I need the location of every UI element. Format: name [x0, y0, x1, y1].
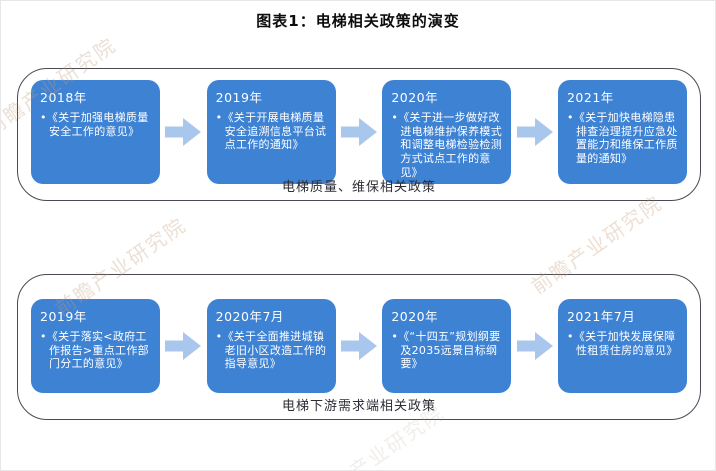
policy-text: •《关于落实<政府工作报告>重点工作部门分工的意见》	[40, 330, 149, 371]
panel-label-demand: 电梯下游需求端相关政策	[281, 399, 436, 414]
policy-text: •《关于加快电梯隐患排查治理提升应急处置能力和维保工作质量的通知》	[566, 111, 678, 165]
policy-text: •《关于全面推进城镇老旧小区改造工作的指导意见》	[215, 330, 327, 371]
policy-year: 2020年7月	[215, 309, 284, 324]
panel-label-quality: 电梯质量、维保相关政策	[281, 180, 436, 195]
policy-year: 2021年	[566, 90, 614, 105]
bullet: •	[566, 111, 574, 124]
policy-year: 2019年	[40, 309, 87, 324]
timeline-demand: 2019年 •《关于落实<政府工作报告>重点工作部门分工的意见》 2020年7月…	[18, 299, 700, 393]
panel-downstream-demand-policies: 2019年 •《关于落实<政府工作报告>重点工作部门分工的意见》 2020年7月…	[17, 274, 701, 420]
arrow-right-icon	[165, 118, 202, 146]
bullet: •	[391, 111, 399, 124]
bullet: •	[215, 330, 223, 343]
policy-box-2018: 2018年 •《关于加强电梯质量安全工作的意见》	[31, 80, 160, 184]
policy-box-2021-07-demand: 2021年7月 •《关于加快发展保障性租赁住房的意见》	[557, 299, 687, 393]
policy-text: •《关于加强电梯质量安全工作的意见》	[40, 111, 149, 138]
bullet: •	[566, 330, 574, 343]
policy-text: •《“十四五”规划纲要及2035远景目标纲要》	[391, 330, 501, 371]
policy-box-2020: 2020年 •《关于进一步做好改进电梯维护保养模式和调整电梯检验检测方式试点工作…	[382, 80, 512, 184]
timeline-quality: 2018年 •《关于加强电梯质量安全工作的意见》 2019年 •《关于开展电梯质…	[18, 80, 700, 184]
page-title: 图表1：电梯相关政策的演变	[256, 12, 460, 30]
arrow-right-icon	[516, 118, 553, 146]
bullet: •	[391, 330, 399, 343]
policy-text: •《关于开展电梯质量安全追溯信息平台试点工作的通知》	[215, 111, 327, 152]
policy-text: •《关于进一步做好改进电梯维护保养模式和调整电梯检验检测方式试点工作的意见》	[391, 111, 503, 179]
policy-box-2020-demand: 2020年 •《“十四五”规划纲要及2035远景目标纲要》	[382, 299, 512, 393]
policy-box-2019-demand: 2019年 •《关于落实<政府工作报告>重点工作部门分工的意见》	[31, 299, 160, 393]
policy-year: 2018年	[40, 90, 87, 105]
arrow-right-icon	[165, 332, 202, 360]
policy-year: 2020年	[391, 309, 439, 324]
arrow-right-icon	[340, 332, 377, 360]
policy-text: •《关于加快发展保障性租赁住房的意见》	[566, 330, 678, 357]
policy-year: 2019年	[215, 90, 263, 105]
arrow-right-icon	[516, 332, 553, 360]
policy-box-2020-07-demand: 2020年7月 •《关于全面推进城镇老旧小区改造工作的指导意见》	[206, 299, 336, 393]
policy-box-2021: 2021年 •《关于加快电梯隐患排查治理提升应急处置能力和维保工作质量的通知》	[557, 80, 687, 184]
policy-year: 2020年	[391, 90, 439, 105]
arrow-right-icon	[340, 118, 377, 146]
panel-quality-maintenance-policies: 2018年 •《关于加强电梯质量安全工作的意见》 2019年 •《关于开展电梯质…	[17, 68, 701, 201]
bullet: •	[215, 111, 223, 124]
bullet: •	[40, 111, 47, 124]
bullet: •	[40, 330, 47, 343]
policy-box-2019: 2019年 •《关于开展电梯质量安全追溯信息平台试点工作的通知》	[206, 80, 336, 184]
policy-year: 2021年7月	[566, 309, 636, 324]
